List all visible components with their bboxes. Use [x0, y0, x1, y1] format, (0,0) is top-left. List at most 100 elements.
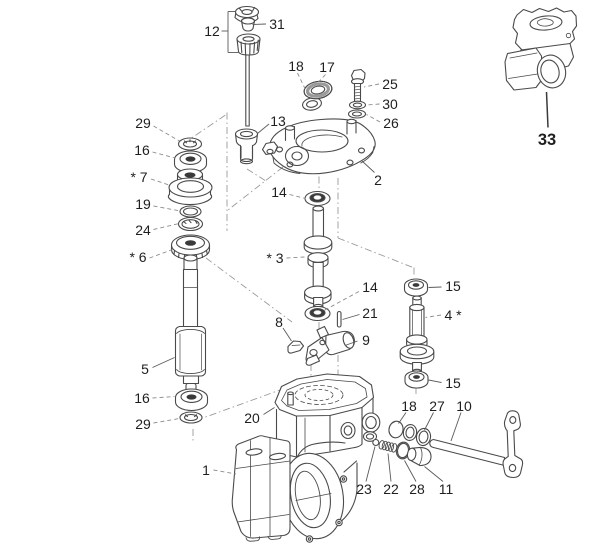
assembled-unit-part-33 — [504, 7, 578, 91]
part-label-24: 24 — [135, 222, 151, 238]
leader-line-24 — [153, 223, 180, 230]
plug-part-31 — [240, 17, 256, 32]
part-label-13: 13 — [270, 113, 286, 129]
weight-shaft-part-4 — [399, 295, 435, 374]
housing-body-part-1 — [231, 397, 381, 543]
leader-line-1 — [213, 469, 237, 475]
leader-line-19 — [153, 205, 181, 212]
part-label-6: * 6 — [129, 249, 146, 265]
ring-part-18-top — [302, 97, 322, 111]
construction-line-3 — [205, 257, 293, 323]
ring-part-19 — [179, 205, 202, 218]
leader-line-27 — [424, 412, 434, 431]
drive-shaft-part-5 — [174, 254, 207, 394]
top-plate-part-20 — [274, 373, 375, 417]
part-label-3: * 3 — [266, 250, 283, 266]
leader-line-15-upper — [428, 286, 442, 288]
wave-washer-part-24 — [177, 216, 204, 232]
ring-part-27a — [402, 423, 418, 442]
leader-line-2 — [361, 160, 375, 173]
leader-line-18-lower — [398, 412, 407, 424]
cap-part-12-body — [236, 33, 261, 56]
part-label-14-lower: 14 — [362, 279, 378, 295]
part-label-19: 19 — [135, 196, 151, 212]
leader-line-26 — [366, 114, 381, 123]
oil-cap-dipstick-group — [234, 5, 261, 165]
seal-part-17 — [303, 80, 333, 100]
control-parts-group — [372, 410, 524, 479]
washer-part-29-lower — [179, 411, 203, 424]
part-label-5: 5 — [141, 361, 149, 377]
part-label-21: 21 — [362, 305, 378, 321]
leader-line-14-upper — [289, 194, 306, 199]
construction-line-4 — [246, 168, 267, 182]
leader-line-29-upper — [153, 125, 180, 142]
valve-shaft-part-3 — [303, 205, 333, 310]
bearing-part-15-upper — [403, 278, 429, 297]
cap-part-18-lower — [388, 420, 404, 439]
part-label-23: 23 — [356, 481, 372, 497]
part-label-10: 10 — [456, 398, 472, 414]
leader-line-28 — [404, 460, 417, 482]
hub-part-7 — [167, 168, 213, 206]
lever-fork-group — [287, 310, 355, 366]
leader-line-10 — [450, 412, 462, 442]
spring-part-22 — [378, 440, 398, 453]
gear-part-6 — [170, 234, 211, 261]
leader-line-4 — [425, 314, 442, 318]
cover-plate-group — [261, 68, 376, 175]
part-label-9: 9 — [362, 332, 370, 348]
part-label-26: 26 — [383, 115, 399, 131]
leader-line-16-upper — [152, 151, 176, 159]
part-label-30: 30 — [382, 96, 398, 112]
part-label-12: 12 — [204, 23, 220, 39]
part-label-8: 8 — [275, 314, 283, 330]
part-label-4: 4 * — [444, 307, 462, 323]
cover-part-2 — [261, 118, 376, 175]
leader-line-21 — [342, 314, 360, 320]
leader-line-16-lower — [152, 396, 175, 399]
leader-line-22 — [387, 453, 392, 482]
part-label-15-upper: 15 — [445, 278, 461, 294]
leader-line-15-lower — [428, 379, 442, 383]
leader-line-11 — [424, 466, 444, 482]
housing-group — [231, 373, 381, 543]
fork-part-9 — [305, 325, 355, 366]
leader-line-13 — [257, 123, 270, 134]
construction-line-2 — [227, 166, 284, 211]
part-label-18-lower: 18 — [401, 398, 417, 414]
washer-part-29-upper — [177, 137, 203, 151]
leader-line-5 — [152, 357, 175, 368]
part-label-25: 25 — [382, 76, 398, 92]
bearing-part-15-lower — [404, 370, 429, 389]
leader-line-7 — [150, 178, 170, 186]
washer-part-14-upper — [304, 190, 331, 207]
part-label-2: 2 — [374, 172, 382, 188]
part-label-15-lower: 15 — [445, 375, 461, 391]
part-label-20: 20 — [244, 410, 260, 426]
part-label-28: 28 — [409, 481, 425, 497]
part-label-1: 1 — [202, 462, 210, 478]
part-label-27: 27 — [429, 398, 445, 414]
part-label-31: 31 — [269, 16, 285, 32]
washer-part-26 — [347, 109, 367, 119]
part-label-16-lower: 16 — [134, 390, 150, 406]
leader-line-6 — [149, 249, 173, 259]
part-label-11: 11 — [439, 481, 454, 497]
washer-part-14-lower — [304, 305, 331, 322]
leader-line-14-lower — [321, 291, 360, 312]
dipstick-rod — [245, 54, 250, 127]
leader-line-3 — [286, 256, 305, 259]
part-label-14-upper: 14 — [271, 184, 287, 200]
lever-arm-part-10 — [429, 410, 524, 479]
leader-line-20 — [263, 407, 275, 415]
leader-line-30 — [366, 103, 380, 106]
part-label-29-lower: 29 — [135, 416, 151, 432]
right-shaft-group — [399, 278, 435, 389]
leader-line-23 — [365, 446, 376, 482]
part-label-22: 22 — [383, 481, 399, 497]
plug-part-11 — [406, 446, 432, 467]
